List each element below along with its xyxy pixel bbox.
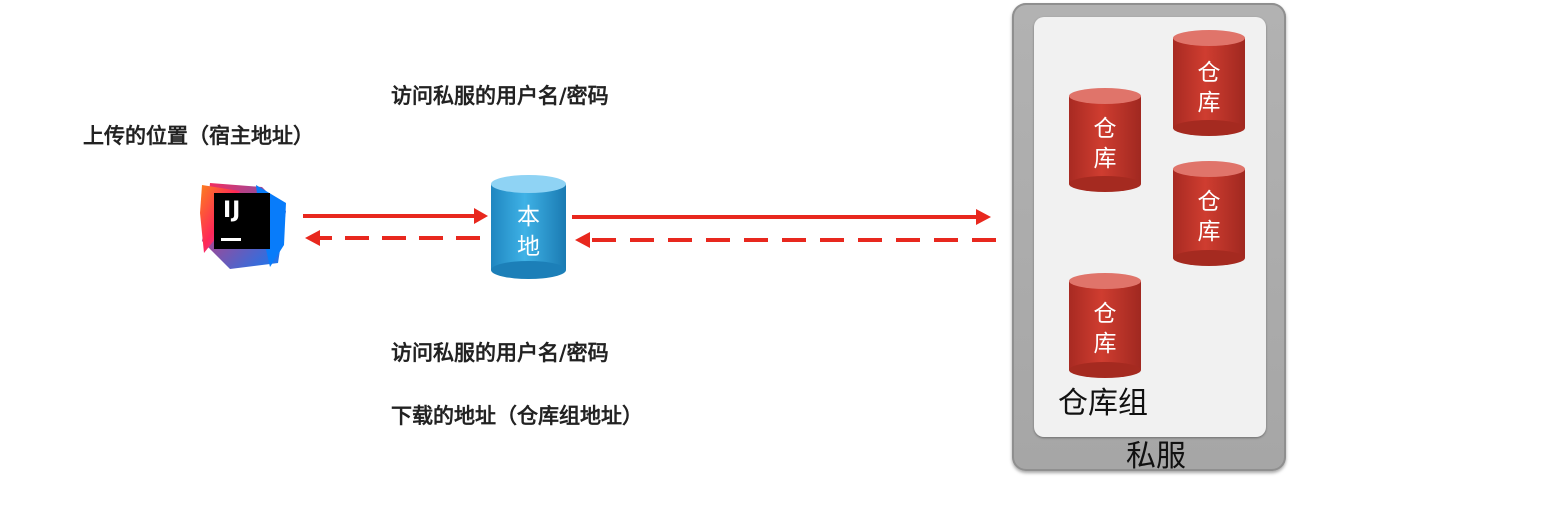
- upload-location-label: 上传的位置（宿主地址）: [83, 124, 314, 148]
- repository-label: 仓 库: [1197, 60, 1221, 116]
- private-server-label: 私服: [1126, 439, 1186, 474]
- upload-arrow-ide-to-local: [303, 208, 488, 224]
- intellij-logo-text: IJ: [223, 198, 242, 223]
- repository-cylinder: [1173, 161, 1245, 266]
- intellij-idea-icon: IJ: [200, 183, 288, 269]
- download-credentials-label: 访问私服的用户名/密码: [391, 341, 609, 365]
- download-arrow-server-to-local: [575, 232, 996, 248]
- download-arrow-local-to-ide: [305, 230, 480, 246]
- upload-arrow-local-to-server: [572, 209, 991, 225]
- upload-credentials-label: 访问私服的用户名/密码: [391, 84, 609, 108]
- local-repository-cylinder: [491, 175, 566, 279]
- repository-cylinder: [1069, 88, 1141, 192]
- local-repository-label: 本 地: [517, 204, 540, 260]
- repository-label: 仓 库: [1093, 301, 1117, 357]
- repository-cylinder: [1173, 30, 1245, 136]
- repository-label: 仓 库: [1093, 116, 1117, 172]
- repository-label: 仓 库: [1197, 189, 1221, 245]
- repository-cylinder: [1069, 273, 1141, 378]
- download-address-label: 下载的地址（仓库组地址）: [391, 404, 643, 428]
- repository-group-label: 仓库组: [1058, 386, 1148, 421]
